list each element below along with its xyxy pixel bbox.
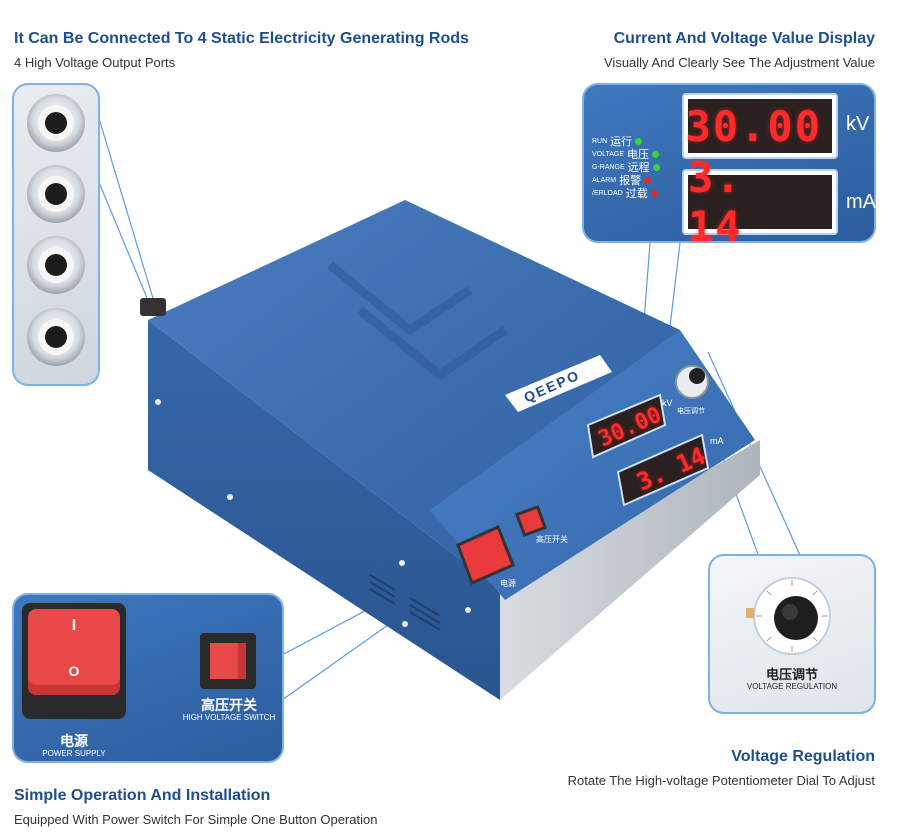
operation-title: Simple Operation And Installation <box>14 787 271 804</box>
port-icon <box>27 165 85 223</box>
display-subtitle: Visually And Clearly See The Adjustment … <box>604 55 875 70</box>
device-kv-unit: kV <box>662 398 673 408</box>
indicator-label-en: VOLTAGE <box>592 150 625 158</box>
led-icon <box>652 150 660 158</box>
power-label-cn: 电源 <box>60 733 88 749</box>
operation-subtitle: Equipped With Power Switch For Simple On… <box>14 812 378 827</box>
led-icon <box>652 163 660 171</box>
ma-display: 3. 14 <box>682 153 838 251</box>
ma-readout: 3. 14 <box>688 153 743 251</box>
kv-unit: kV <box>846 113 870 135</box>
hv-switch[interactable] <box>210 643 246 679</box>
ports-callout <box>12 83 100 386</box>
regulation-subtitle: Rotate The High-voltage Potentiometer Di… <box>567 773 875 788</box>
led-icon <box>635 137 643 145</box>
indicator-label-en: G-RANGE <box>592 163 625 171</box>
indicator-label-en: /ERLOAD <box>592 189 623 197</box>
kv-display: 30.00 <box>682 93 838 159</box>
hv-label-cn: 高压开关 <box>201 697 257 713</box>
power-switch-on-mark: I <box>71 617 77 634</box>
regulation-callout: 电压调节 VOLTAGE REGULATION <box>708 554 876 714</box>
led-icon <box>650 189 658 197</box>
indicator-voltage: VOLTAGE 电压 <box>592 146 660 162</box>
port-icon <box>27 308 85 366</box>
kv-readout: 30.00 <box>685 101 822 151</box>
indicator-label-cn: 运行 <box>610 136 633 148</box>
switches-callout: I O 电源 POWER SUPPLY 高压开关 HIGH VOLTAGE SW… <box>12 593 284 763</box>
device-power-label: 电源 <box>500 579 516 588</box>
power-switch-off-mark: O <box>68 663 80 679</box>
indicator-label-en: RUN <box>592 137 608 145</box>
indicator-label-cn: 报警 <box>619 175 642 187</box>
ports-title: It Can Be Connected To 4 Static Electric… <box>14 30 469 47</box>
hv-switch-housing <box>200 633 256 689</box>
power-switch-housing: I O <box>22 603 126 719</box>
ma-unit: mA <box>846 191 876 213</box>
device-hv-label: 高压开关 <box>536 535 568 544</box>
port-icon <box>27 236 85 294</box>
hv-label-en: HIGH VOLTAGE SWITCH <box>182 713 276 722</box>
indicator-range: G-RANGE 远程 <box>592 159 660 175</box>
indicator-label-cn: 电压 <box>627 149 650 161</box>
indicator-label-cn: 远程 <box>627 162 650 174</box>
indicator-alarm: ALARM 报警 <box>592 172 652 188</box>
device-ma-unit: mA <box>710 436 724 446</box>
power-switch[interactable]: I O <box>28 609 120 695</box>
port-icon <box>27 94 85 152</box>
voltage-knob-illustration <box>746 577 831 655</box>
indicator-label-cn: 过载 <box>625 188 648 200</box>
ports-subtitle: 4 High Voltage Output Ports <box>14 55 176 70</box>
display-title: Current And Voltage Value Display <box>613 30 875 47</box>
device-regulation-label: 电压调节 <box>677 408 705 415</box>
indicator-run: RUN 运行 <box>592 133 643 149</box>
indicator-overload: /ERLOAD 过载 <box>592 185 658 201</box>
display-callout: RUN 运行 VOLTAGE 电压 G-RANGE 远程 ALARM 报警 /E… <box>582 83 876 251</box>
power-label-en: POWER SUPPLY <box>42 749 106 758</box>
output-ports-illustration <box>27 94 85 366</box>
regulation-label-en: VOLTAGE REGULATION <box>746 682 838 691</box>
regulation-label-cn: 电压调节 <box>765 667 818 682</box>
regulation-title: Voltage Regulation <box>731 748 875 765</box>
indicator-label-en: ALARM <box>592 176 617 184</box>
led-icon <box>644 176 652 184</box>
